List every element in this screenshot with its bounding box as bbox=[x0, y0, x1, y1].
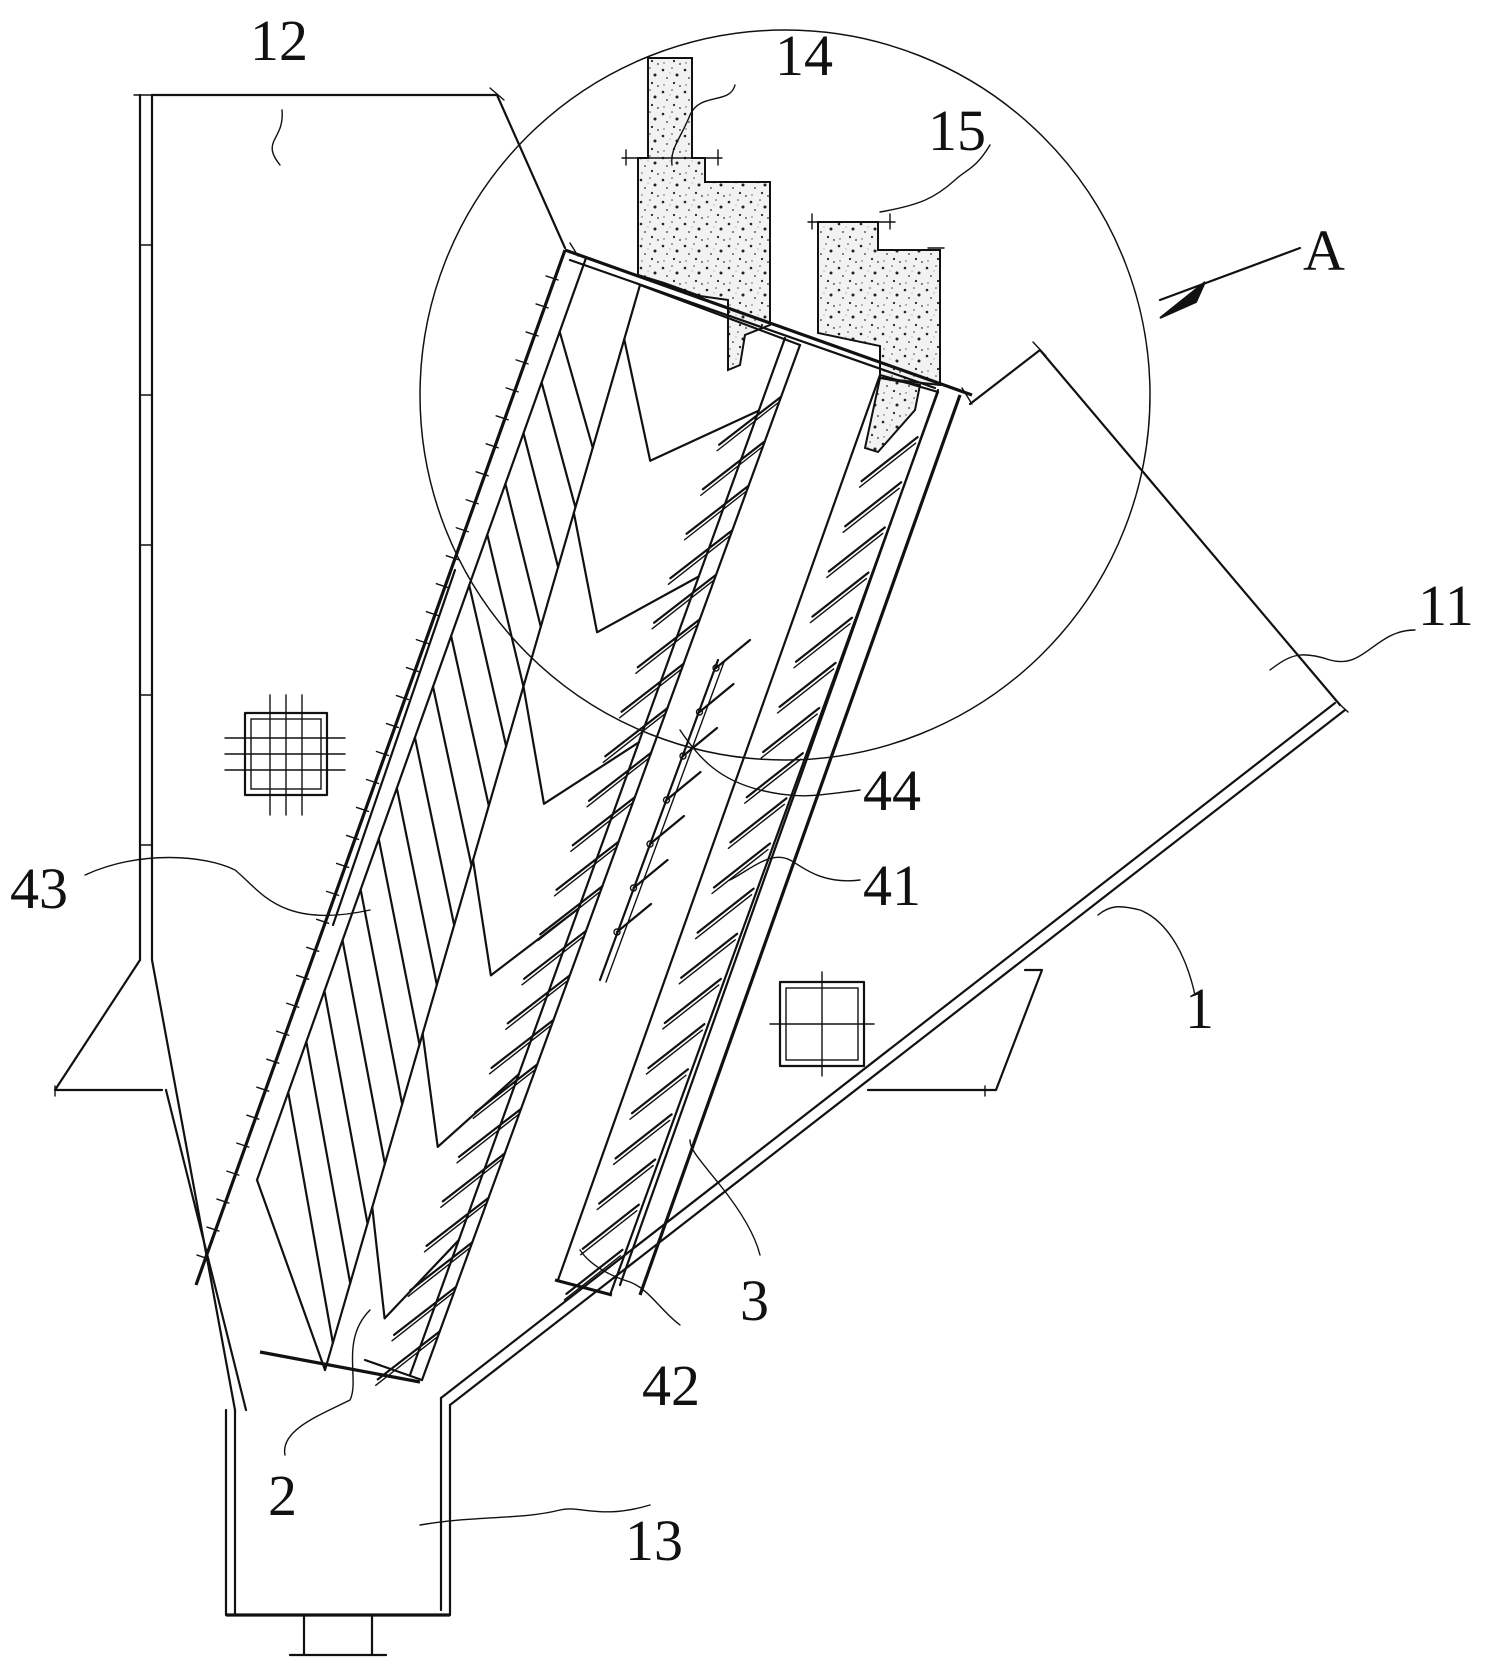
chevron bbox=[574, 513, 699, 632]
label-43: 43 bbox=[10, 856, 68, 921]
slat-chute2-edge bbox=[646, 1030, 702, 1074]
label-11: 11 bbox=[1418, 573, 1474, 638]
label-12: 12 bbox=[250, 8, 308, 73]
slat-chute2 bbox=[714, 844, 770, 888]
slat-chute2 bbox=[566, 1250, 622, 1294]
label-detail-a: A bbox=[1303, 218, 1345, 283]
guide-rod bbox=[716, 640, 750, 668]
inspection-window-right bbox=[770, 972, 874, 1076]
slat-left bbox=[560, 332, 593, 448]
slat-left bbox=[451, 636, 489, 806]
label-3: 3 bbox=[740, 1268, 769, 1333]
slat-chute2-edge bbox=[728, 804, 784, 848]
slat-chute2-edge bbox=[679, 940, 735, 984]
slat-chute2 bbox=[730, 798, 786, 842]
slat-right-edge bbox=[506, 981, 567, 1029]
slat-right-edge bbox=[490, 1026, 551, 1074]
slat-chute2-edge bbox=[614, 1120, 670, 1164]
label-1: 1 bbox=[1185, 976, 1214, 1041]
label-42: 42 bbox=[642, 1353, 700, 1418]
concrete-block-15 bbox=[808, 214, 944, 452]
label-15: 15 bbox=[928, 98, 986, 163]
left-wall-ticks bbox=[140, 245, 152, 845]
slat-chute2-edge bbox=[663, 985, 719, 1029]
label-41: 41 bbox=[863, 853, 921, 918]
slat-chute2 bbox=[616, 1114, 672, 1158]
slat-left bbox=[343, 940, 385, 1164]
slat-chute2-edge bbox=[581, 1211, 637, 1255]
slat-chute2 bbox=[665, 979, 721, 1023]
detail-circle-a bbox=[420, 30, 1300, 760]
slat-chute2-edge bbox=[696, 895, 752, 939]
slat-left bbox=[469, 585, 506, 746]
slat-left bbox=[306, 1042, 350, 1284]
slat-left bbox=[415, 737, 454, 925]
slat-left bbox=[288, 1092, 333, 1342]
slat-chute2 bbox=[698, 889, 754, 933]
separator-slats bbox=[288, 332, 917, 1386]
slat-right-edge bbox=[473, 1070, 534, 1118]
slat-left bbox=[324, 991, 367, 1224]
slat-chute2-edge bbox=[712, 850, 768, 894]
slat-left bbox=[542, 382, 576, 507]
slat-left bbox=[523, 433, 558, 567]
slat-right-edge bbox=[408, 1248, 469, 1296]
slat-chute2 bbox=[599, 1160, 655, 1204]
inspection-window-left bbox=[225, 695, 345, 815]
slat-chute2-edge bbox=[597, 1166, 653, 1210]
slat-left bbox=[505, 484, 540, 627]
label-13: 13 bbox=[625, 1508, 683, 1573]
label-14: 14 bbox=[775, 23, 833, 88]
slat-chute2 bbox=[648, 1024, 704, 1068]
slat-right-edge bbox=[441, 1159, 502, 1207]
housing-outline bbox=[55, 88, 1348, 1655]
slat-left bbox=[487, 535, 523, 687]
slat-chute2 bbox=[583, 1205, 639, 1249]
slat-chute2 bbox=[632, 1069, 688, 1113]
slat-left bbox=[433, 687, 471, 866]
slat-chute2-edge bbox=[630, 1075, 686, 1119]
slat-chute2 bbox=[681, 934, 737, 978]
label-2: 2 bbox=[268, 1463, 297, 1528]
label-44: 44 bbox=[863, 758, 921, 823]
